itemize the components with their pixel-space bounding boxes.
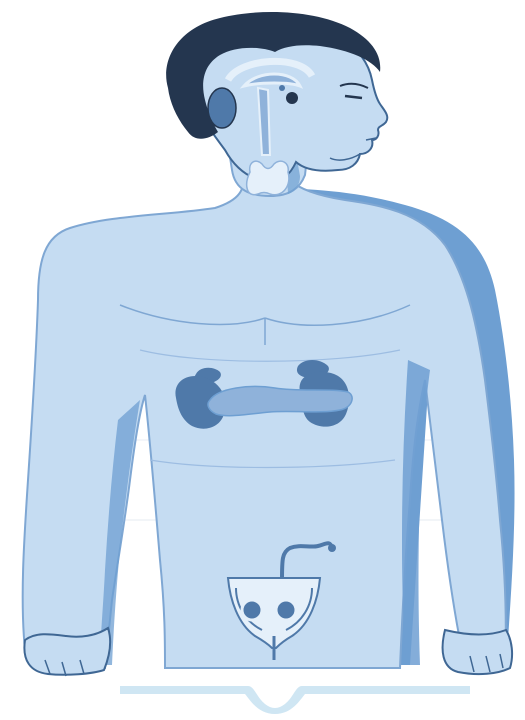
right-arm-inner	[402, 360, 430, 665]
pineal-gland-icon	[279, 85, 285, 91]
page-bar	[120, 686, 470, 714]
ear	[208, 88, 236, 128]
pituitary-gland-icon	[286, 92, 298, 104]
vas-deferens-end-icon	[328, 544, 336, 552]
head	[166, 12, 387, 182]
testis-right-icon	[276, 600, 296, 620]
right-hand	[443, 630, 513, 674]
pancreas-icon	[208, 387, 352, 416]
testis-left-icon	[242, 600, 262, 620]
page-bar-shape	[120, 686, 470, 714]
